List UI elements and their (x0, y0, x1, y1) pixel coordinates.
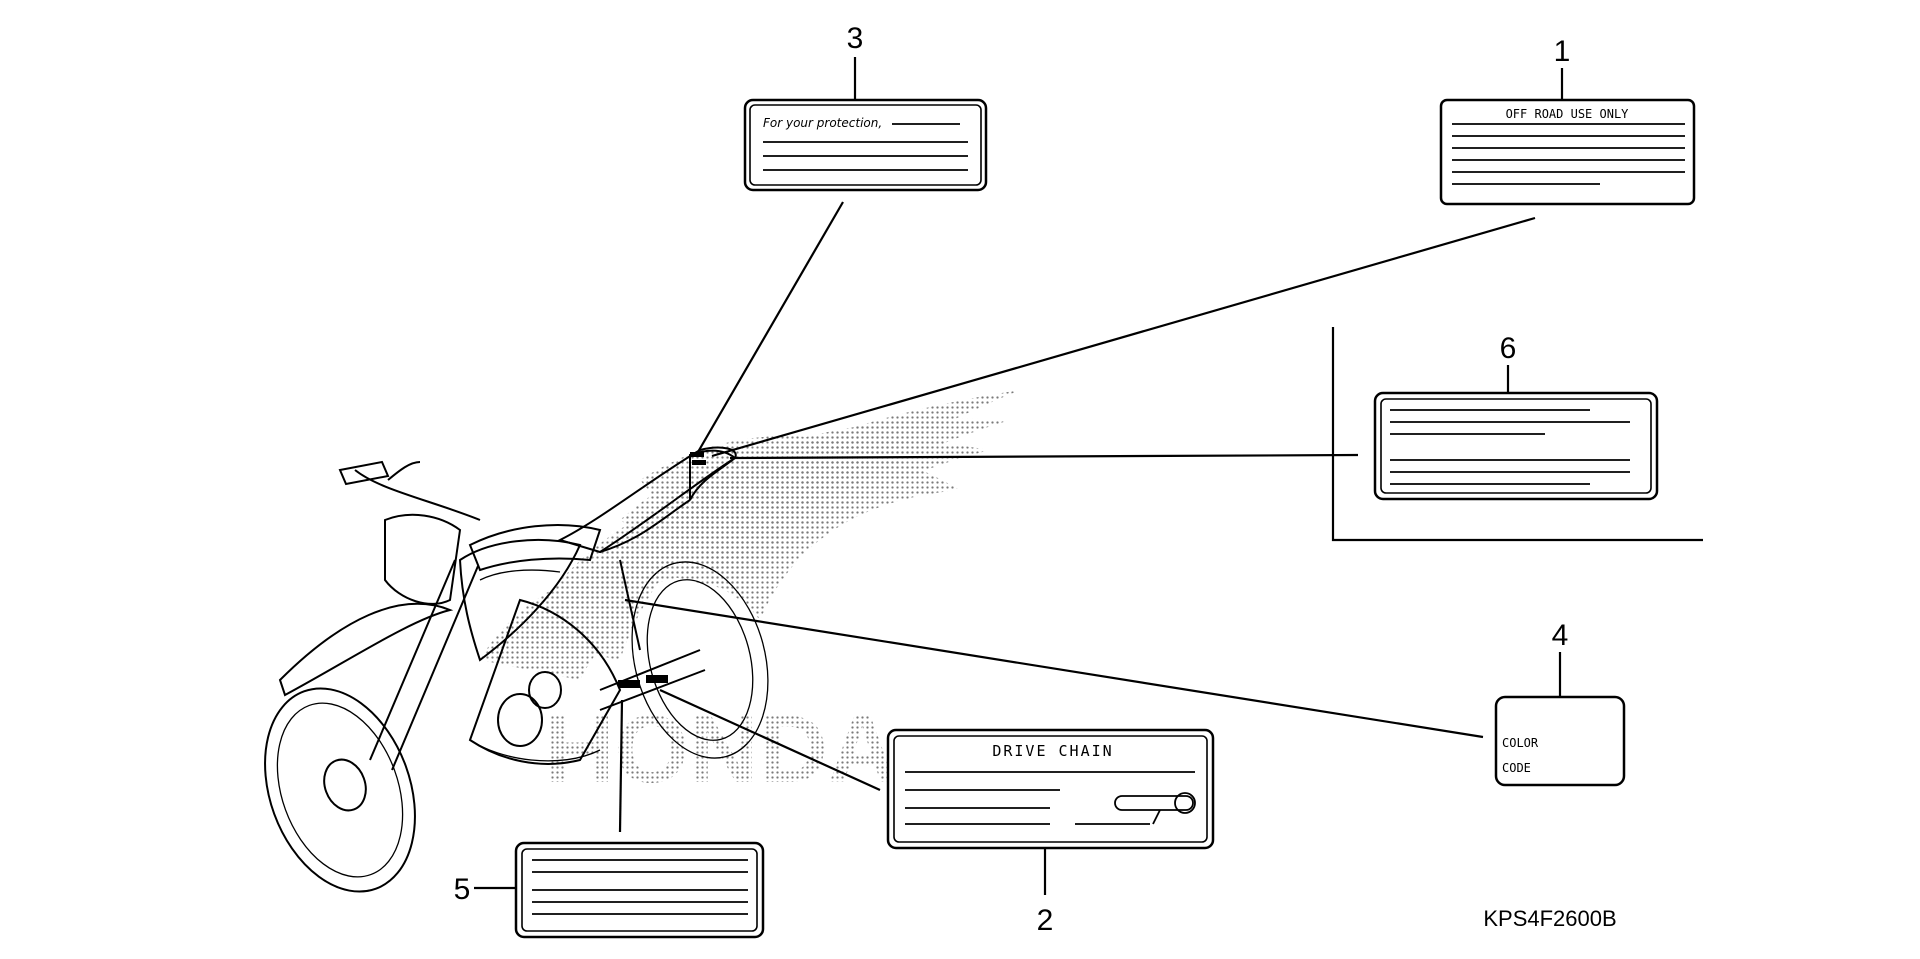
code-text: CODE (1502, 761, 1531, 775)
label-2-drive-chain[interactable]: DRIVE CHAIN (886, 728, 1215, 850)
callout-1: 1 (1554, 35, 1571, 68)
callout-4: 4 (1552, 619, 1569, 652)
label-5[interactable] (514, 841, 765, 939)
callout-5: 5 (454, 873, 471, 906)
label-3-protection[interactable]: For your protection, (743, 98, 988, 192)
off-road-text: OFF ROAD USE ONLY (1506, 107, 1630, 121)
callout-3: 3 (847, 22, 864, 55)
drive-chain-text: DRIVE CHAIN (992, 742, 1113, 760)
chain-adjuster-icon (1114, 792, 1196, 825)
motorcycle-illustration (264, 446, 769, 893)
protection-text: For your protection, (763, 116, 882, 130)
inset-frame (1331, 327, 1703, 542)
honda-wordmark: HONDA (545, 696, 897, 803)
callout-2: 2 (1037, 904, 1054, 937)
label-6[interactable] (1373, 391, 1659, 501)
leader-lines (474, 57, 1564, 895)
label-1-off-road[interactable]: OFF ROAD USE ONLY (1439, 98, 1696, 206)
diagram-code: KPS4F2600B (1483, 906, 1616, 931)
callout-6: 6 (1500, 332, 1517, 365)
honda-wing-watermark: HONDA (480, 390, 1020, 803)
label-4-color-code[interactable]: COLOR CODE (1494, 695, 1626, 787)
color-text: COLOR (1502, 736, 1539, 750)
